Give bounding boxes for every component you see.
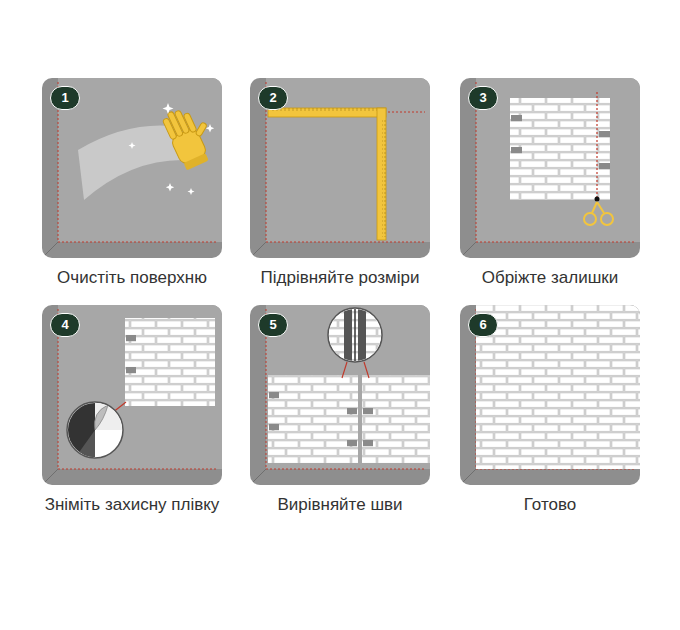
finished-wall <box>476 305 640 469</box>
wall-panel <box>42 78 222 258</box>
step-caption: Зніміть захисну плівку <box>40 495 225 515</box>
step-number-badge: 4 <box>50 313 80 337</box>
wall-panel <box>250 78 430 258</box>
step-panel: Підрівняйте розміри 2 <box>250 78 430 292</box>
step-number-badge: 2 <box>258 86 288 110</box>
callout-number: 2 <box>259 87 287 108</box>
step-caption: Очистіть поверхню <box>42 268 222 288</box>
step-caption: Підрівняйте розміри <box>250 268 430 288</box>
callout-number: 3 <box>469 87 497 108</box>
seam-illustration <box>268 308 430 463</box>
wall-panel <box>460 305 640 485</box>
step-panel: Вирівняйте шви 5 <box>250 305 430 519</box>
step-panel: Зніміть захисну плівку 4 <box>40 305 225 519</box>
step-caption: Готово <box>460 495 640 515</box>
step-panel: Готово 6 <box>460 305 640 519</box>
ruler-illustration <box>268 108 425 240</box>
step-panel: Очистіть поверхню 1 <box>42 78 222 292</box>
callout-number: 6 <box>469 314 497 335</box>
step-number-badge: 3 <box>468 86 498 110</box>
step-caption: Вирівняйте шви <box>250 495 430 515</box>
wall-panel <box>42 305 222 485</box>
callout-number: 5 <box>259 314 287 335</box>
callout-number: 1 <box>51 87 79 108</box>
peel-illustration <box>60 318 215 465</box>
step-panel: Обріжте залишки 3 <box>460 78 640 292</box>
step-number-badge: 6 <box>468 313 498 337</box>
step-number-badge: 5 <box>258 313 288 337</box>
callout-number: 4 <box>51 314 79 335</box>
wall-panel <box>250 305 430 485</box>
step-caption: Обріжте залишки <box>460 268 640 288</box>
cleaning-illustration <box>78 100 221 200</box>
wall-panel <box>460 78 640 258</box>
trim-illustration <box>510 92 613 225</box>
step-number-badge: 1 <box>50 86 80 110</box>
